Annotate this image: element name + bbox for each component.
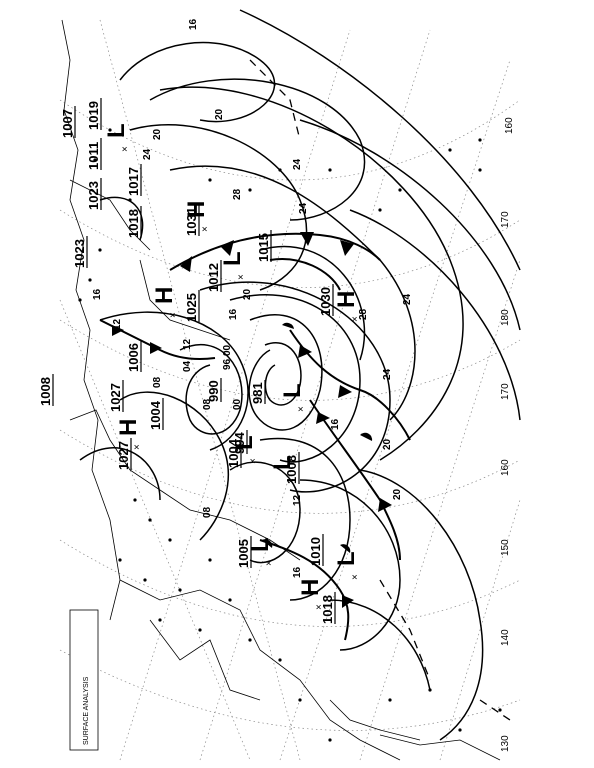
- central-pressure-label: 1025: [184, 293, 199, 322]
- central-pressure-label: 1010: [308, 537, 323, 566]
- isobar-value-label: 08: [202, 398, 213, 410]
- isobar-value-label: 96: [222, 358, 233, 370]
- high-pressure-center: H: [333, 291, 360, 308]
- trough-lines: [249, 59, 511, 721]
- central-pressure-label: 981: [250, 382, 265, 404]
- central-pressure-label: 1015: [256, 233, 271, 262]
- isobar-value-label: 08: [152, 376, 163, 388]
- central-pressure-label: 1023: [86, 181, 101, 210]
- central-pressure-label: 1004: [226, 438, 241, 468]
- center-x-mark: ×: [350, 316, 361, 322]
- high-pressure-center: H: [183, 201, 210, 218]
- central-pressure-label: 1017: [126, 167, 141, 196]
- isobar-value-label: 24: [142, 148, 153, 160]
- longitude-label: 160: [500, 459, 511, 476]
- low-pressure-center: L: [269, 455, 296, 470]
- high-pressure-center: H: [297, 579, 324, 596]
- center-x-mark: ×: [132, 444, 143, 450]
- center-x-mark: ×: [350, 574, 361, 580]
- isobar-value-label: 12: [112, 318, 123, 330]
- isobar-value-label: 08: [202, 506, 213, 518]
- isobar-value-label: 20: [214, 108, 225, 120]
- low-pressure-center: L: [103, 123, 130, 138]
- graticule: [59, 19, 521, 761]
- isobar-value-label: 16: [92, 288, 103, 300]
- center-x-mark: ×: [296, 406, 307, 412]
- low-pressure-center: L: [247, 537, 274, 552]
- isobar-value-label: 00: [222, 344, 233, 356]
- central-pressure-label: 1027: [116, 441, 131, 470]
- low-pressure-center: L: [219, 251, 246, 266]
- center-x-mark: ×: [248, 458, 259, 464]
- isobar-value-label: 20: [242, 288, 253, 300]
- central-pressure-label: 1030: [318, 287, 333, 316]
- isobar-value-label: 24: [298, 202, 309, 214]
- center-x-mark: ×: [200, 226, 211, 232]
- isobar-value-label: 12: [182, 338, 193, 350]
- central-pressure-label: 1019: [86, 101, 101, 130]
- central-pressure-label: 1008: [38, 377, 53, 406]
- center-x-mark: ×: [314, 604, 325, 610]
- isobar-value-label: 20: [392, 488, 403, 500]
- low-pressure-center: L: [279, 383, 306, 398]
- central-pressure-label: 1004: [148, 400, 163, 430]
- isobar-value-label: 24: [382, 368, 393, 380]
- central-pressure-label: 990: [206, 380, 221, 402]
- title-text: SURFACE ANALYSIS: [83, 676, 90, 745]
- longitude-label: 180: [500, 309, 511, 326]
- center-x-mark: ×: [264, 560, 275, 566]
- isobar-value-label: 20: [152, 128, 163, 140]
- isobar-value-label: 24: [402, 293, 413, 305]
- isobar-value-label: 12: [292, 494, 303, 506]
- high-pressure-center: H: [151, 287, 178, 304]
- coastlines: [61, 19, 501, 761]
- high-pressure-center: H: [115, 419, 142, 436]
- central-pressure-label: 994: [232, 432, 247, 454]
- central-pressure-label: 1008: [284, 455, 299, 484]
- isobar-value-label: 28: [358, 308, 369, 320]
- central-pressure-label: 1012: [206, 263, 221, 292]
- central-pressure-label: 1007: [60, 109, 75, 138]
- isobar-value-label: 16: [228, 308, 239, 320]
- longitude-label: 160: [504, 117, 515, 134]
- longitude-label: 130: [500, 735, 511, 752]
- longitude-label: 150: [500, 539, 511, 556]
- central-pressure-label: 1031: [184, 207, 199, 236]
- low-pressure-center: L: [333, 551, 360, 566]
- longitude-label: 170: [500, 211, 511, 228]
- isobar-value-label: 20: [382, 438, 393, 450]
- title-block: SURFACE ANALYSIS: [69, 609, 99, 751]
- low-pressure-center: L: [231, 435, 258, 450]
- isobar-value-label: 16: [188, 18, 199, 30]
- central-pressure-label: 1018: [320, 595, 335, 624]
- center-x-mark: ×: [236, 274, 247, 280]
- label-layer: 1007 1011 1023 1019 1023 1018 1017 1031 1012 1015…: [38, 18, 515, 752]
- isobar-value-label: 00: [232, 398, 243, 410]
- station-plots: [78, 128, 502, 742]
- isobar-value-label: 04: [182, 360, 193, 372]
- central-pressure-label: 1006: [126, 343, 141, 372]
- central-pressure-label: 1005: [236, 539, 251, 568]
- longitude-label: 170: [500, 383, 511, 400]
- center-x-mark: ×: [286, 478, 297, 484]
- isobar-value-label: 16: [292, 566, 303, 578]
- central-pressure-label: 1018: [126, 209, 141, 238]
- isobars: [79, 9, 521, 741]
- central-pressure-label: 1027: [108, 383, 123, 412]
- center-x-mark: ×: [120, 146, 131, 152]
- longitude-label: 140: [500, 629, 511, 646]
- fronts: [99, 232, 411, 641]
- isobar-value-label: 28: [232, 188, 243, 200]
- center-x-mark: ×: [168, 312, 179, 318]
- central-pressure-label: 1023: [72, 239, 87, 268]
- isobar-value-label: 24: [292, 158, 303, 170]
- isobar-value-label: 16: [330, 418, 341, 430]
- central-pressure-label: 1011: [86, 142, 101, 170]
